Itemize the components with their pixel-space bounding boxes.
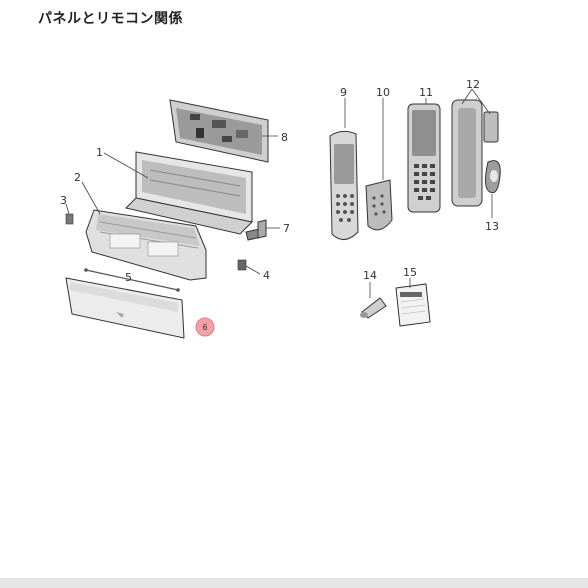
- part-13-strap[interactable]: [484, 160, 501, 194]
- label-6: 6: [202, 323, 207, 332]
- leader-12a: [461, 88, 473, 105]
- label-13: 13: [485, 220, 499, 233]
- part-9-remote[interactable]: [329, 130, 359, 240]
- part-1-chassis[interactable]: [125, 151, 254, 235]
- label-11: 11: [419, 86, 433, 99]
- leader-4: [245, 265, 261, 275]
- page-title: パネルとリモコン関係: [38, 11, 183, 27]
- label-5: 5: [125, 271, 132, 284]
- label-2: 2: [74, 171, 81, 184]
- leader-3: [65, 203, 70, 215]
- part-6-front-panel[interactable]: [65, 277, 185, 339]
- leader-1: [103, 152, 149, 179]
- label-12: 12: [466, 78, 480, 91]
- highlight-marker-6[interactable]: [195, 317, 215, 337]
- label-10: 10: [376, 86, 390, 99]
- part-7-bracket[interactable]: [245, 219, 267, 241]
- label-3: 3: [60, 194, 67, 207]
- leader-2: [81, 181, 101, 215]
- part-14-battery[interactable]: [360, 297, 387, 319]
- part-4-clip[interactable]: [237, 259, 247, 271]
- label-4: 4: [263, 269, 270, 282]
- label-1: 1: [96, 146, 103, 159]
- leader-12b: [471, 88, 491, 115]
- label-9: 9: [340, 86, 347, 99]
- part-10-holder[interactable]: [365, 179, 393, 231]
- part-12-back-cover[interactable]: [451, 99, 499, 207]
- part-2-housing[interactable]: [85, 209, 207, 281]
- part-3-screw[interactable]: [65, 213, 74, 225]
- part-8-pcb[interactable]: [169, 99, 269, 163]
- footer-bar: [0, 578, 588, 588]
- part-5-rod[interactable]: [84, 268, 180, 292]
- label-14: 14: [363, 269, 377, 282]
- part-15-manual[interactable]: [395, 283, 431, 327]
- label-8: 8: [281, 131, 288, 144]
- label-15: 15: [403, 266, 417, 279]
- part-11-remote-open[interactable]: [407, 103, 441, 213]
- label-7: 7: [283, 222, 290, 235]
